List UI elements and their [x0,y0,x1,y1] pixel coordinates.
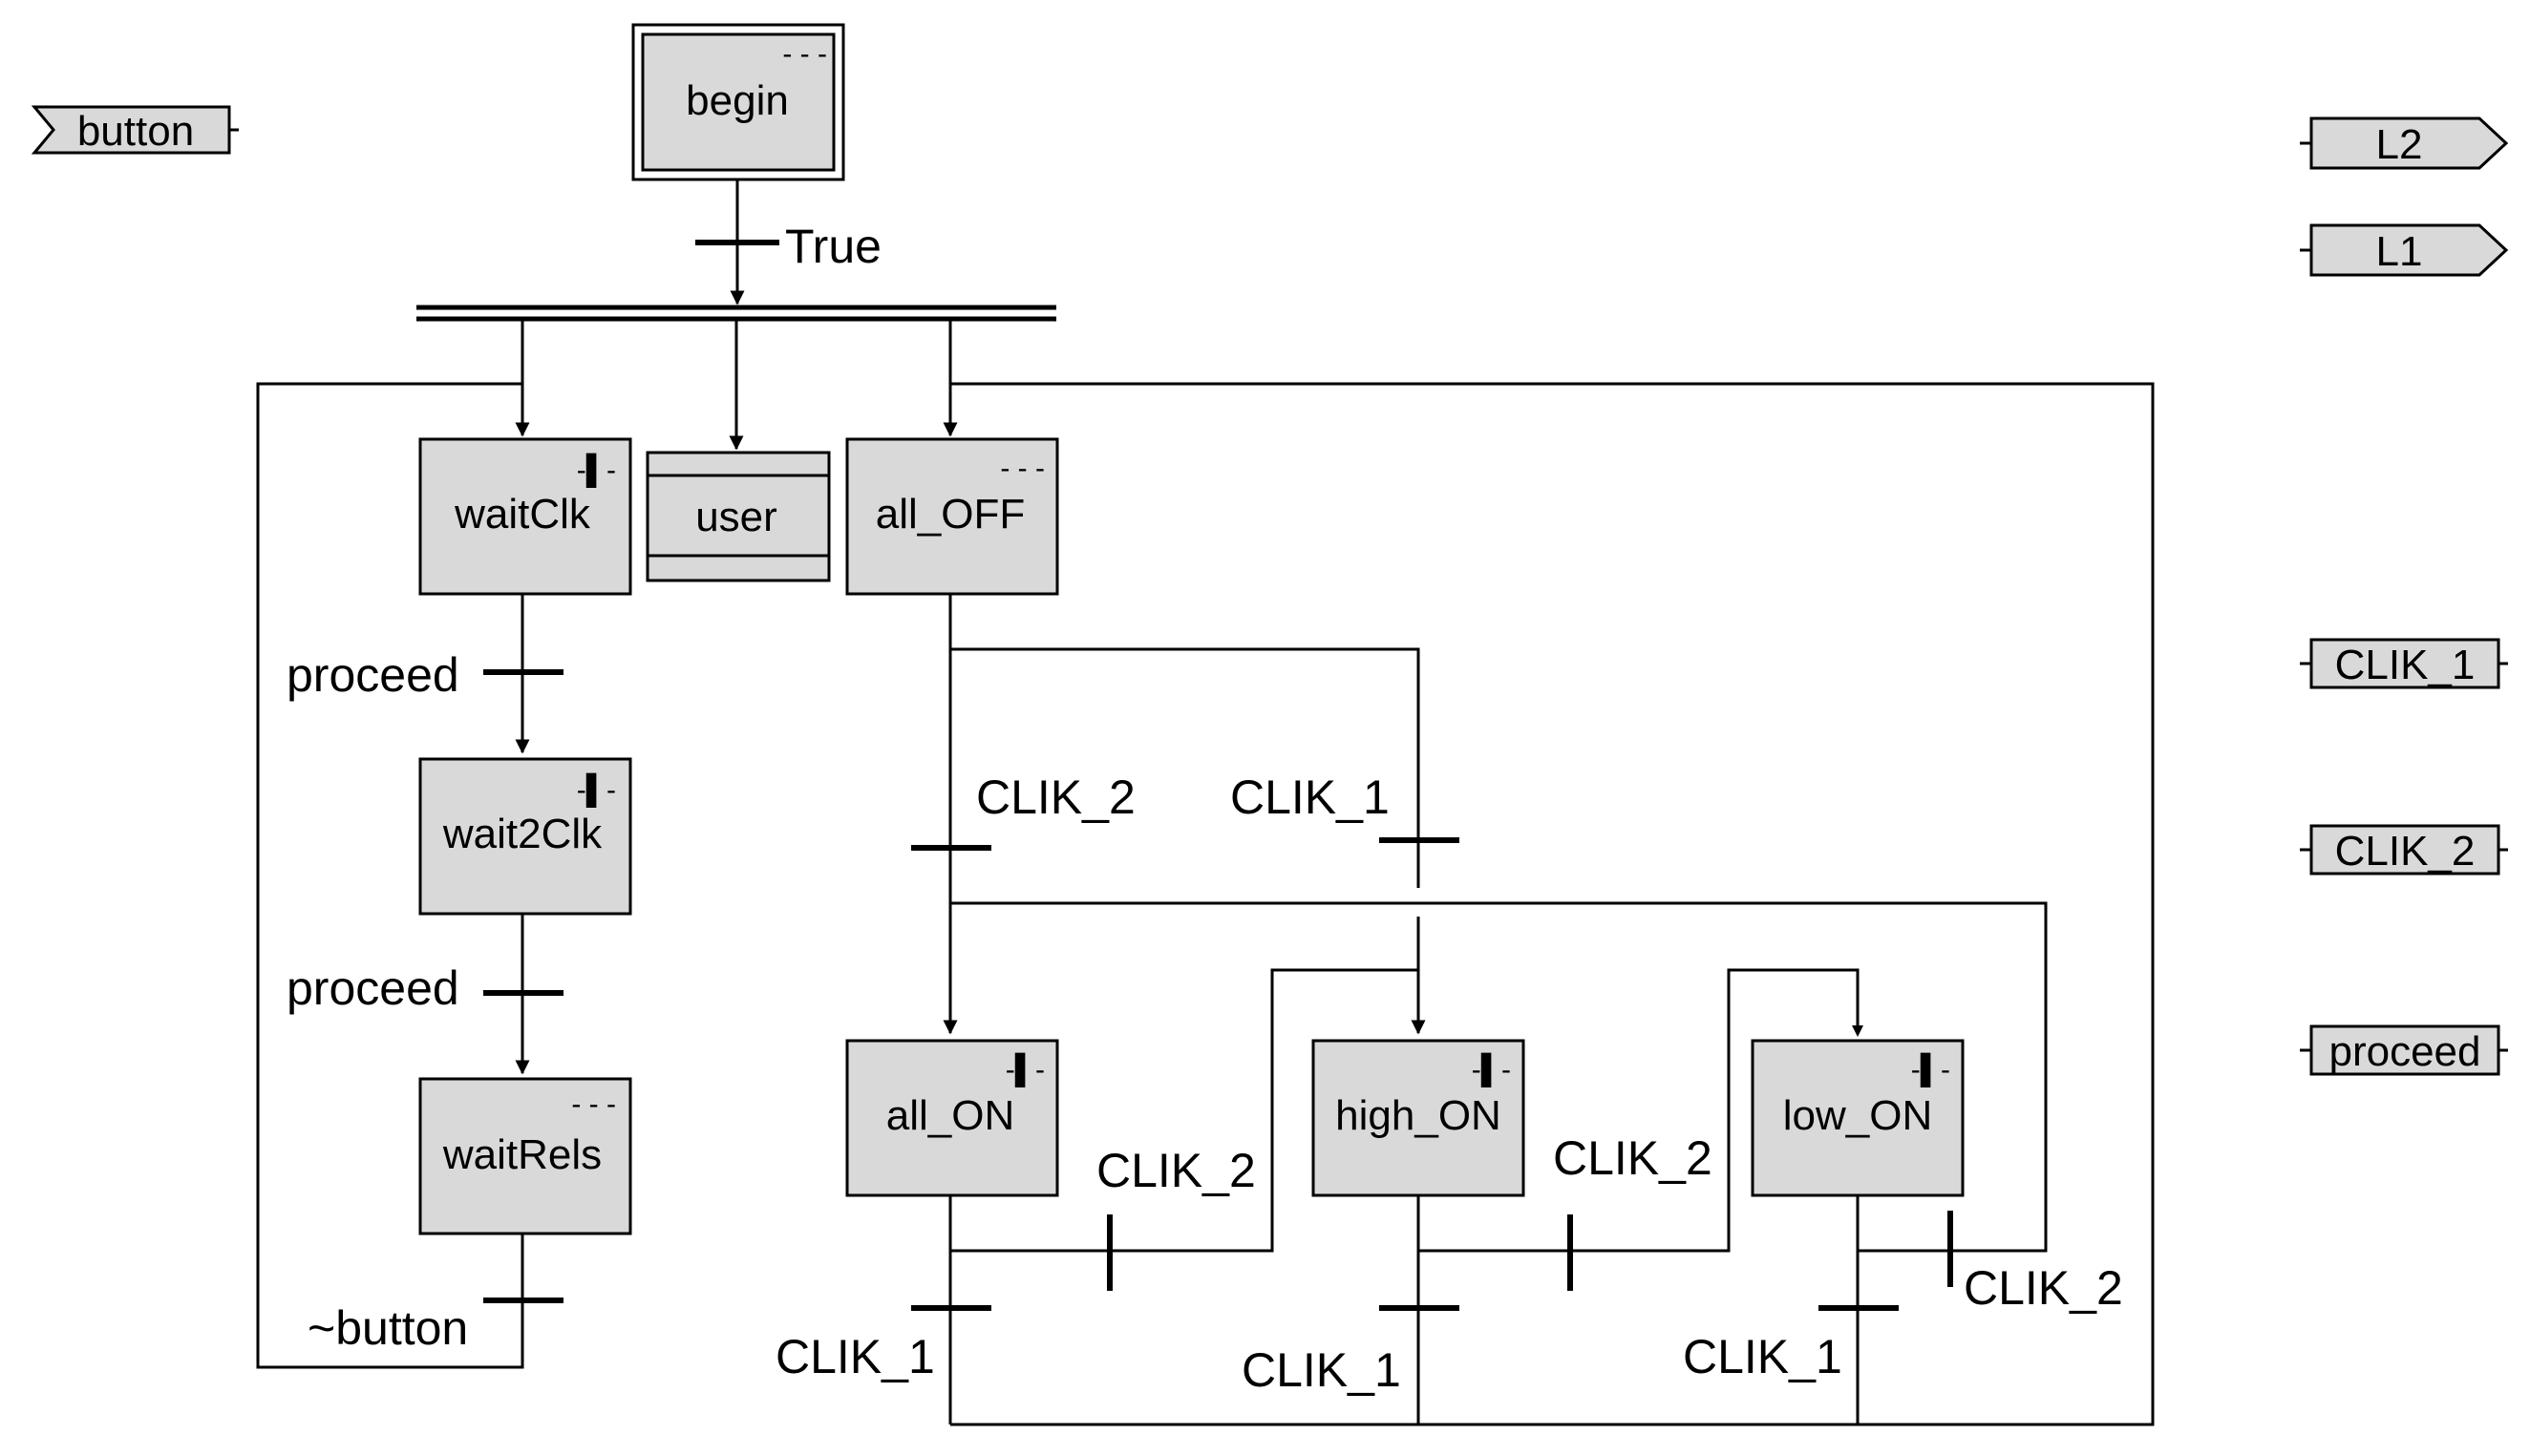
transition-clik1-allon-label: CLIK_1 [776,1330,935,1383]
transition-clik1-lowon-label: CLIK_1 [1683,1330,1842,1383]
step-all-off-label: all_OFF [876,491,1025,538]
transition-not-button-label: ~button [308,1301,468,1355]
step-waitrels[interactable]: - - - waitRels [418,1077,632,1235]
step-begin[interactable]: - - - begin [631,23,845,181]
transition-clik1-highon-label: CLIK_1 [1242,1343,1401,1397]
step-all-off[interactable]: - - - all_OFF [845,437,1059,596]
output-port-l1-label: L1 [2376,228,2423,275]
step-waitrels-label: waitRels [442,1131,602,1178]
step-begin-label: begin [686,77,789,124]
variable-clik1-label: CLIK_1 [2335,642,2476,688]
transition-clik2-lowon-label: CLIK_2 [1964,1261,2123,1315]
step-wait2clk[interactable]: -▌- wait2Clk [418,757,632,916]
output-port-l2-label: L2 [2376,121,2423,168]
step-all-on-label: all_ON [886,1092,1015,1139]
variable-proceed-label: proceed [2328,1028,2480,1075]
input-port-button[interactable]: button [31,105,239,155]
variable-clik1[interactable]: CLIK_1 [2300,638,2508,689]
step-all-on-marker: -▌- [1006,1052,1045,1088]
step-high-on-label: high_ON [1335,1092,1501,1139]
step-high-on-marker: -▌- [1472,1052,1511,1088]
variable-clik2[interactable]: CLIK_2 [2300,824,2508,876]
step-waitclk-label: waitClk [454,491,591,538]
variable-clik2-label: CLIK_2 [2335,828,2476,875]
parallel-divergence-bar [416,305,1056,322]
step-waitclk[interactable]: -▌- waitClk [418,437,632,596]
step-low-on-label: low_ON [1783,1092,1933,1139]
step-wait2clk-label: wait2Clk [442,811,603,857]
step-low-on[interactable]: -▌- low_ON [1751,1039,1965,1197]
transition-true-label: True [785,220,882,273]
transition-clik2-allon-label: CLIK_2 [1096,1144,1256,1197]
macro-step-user[interactable]: user [646,451,831,582]
output-port-l2[interactable]: L2 [2300,116,2509,170]
input-port-button-label: button [77,108,194,155]
step-low-on-marker: -▌- [1911,1052,1950,1088]
step-waitrels-marker: - - - [571,1088,616,1120]
step-all-off-marker: - - - [1000,453,1045,484]
transition-clik1-from-off-label: CLIK_1 [1230,770,1390,824]
output-port-l1[interactable]: L1 [2300,223,2509,277]
variable-proceed[interactable]: proceed [2300,1024,2508,1076]
step-waitclk-marker: -▌- [577,453,616,489]
transition-clik2-highon-label: CLIK_2 [1553,1131,1712,1185]
step-high-on[interactable]: -▌- high_ON [1311,1039,1525,1197]
transition-clik2-from-off-label: CLIK_2 [976,770,1136,824]
macro-step-user-label: user [695,494,777,540]
transition-proceed-2-label: proceed [287,961,459,1015]
step-all-on[interactable]: -▌- all_ON [845,1039,1059,1197]
step-begin-marker: - - - [782,38,827,70]
step-wait2clk-marker: -▌- [577,772,616,809]
transition-proceed-1-label: proceed [287,648,459,702]
